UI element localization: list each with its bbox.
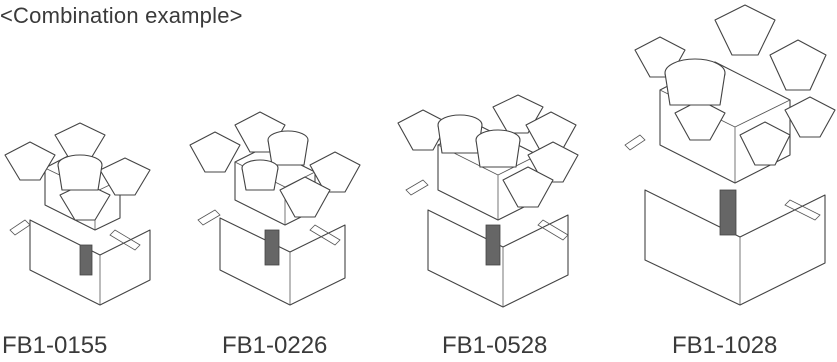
machine-illustration-fb1-0155 <box>4 122 151 306</box>
model-label-fb1-0226: FB1-0226 <box>222 332 328 359</box>
machine-illustration-fb1-1028 <box>624 4 836 306</box>
model-label-fb1-0155: FB1-0155 <box>2 332 108 359</box>
machine-illustration-fb1-0528 <box>397 94 579 308</box>
model-label-fb1-0528: FB1-0528 <box>442 332 548 359</box>
machine-illustration-fb1-0226 <box>189 111 361 306</box>
page-heading: <Combination example> <box>0 3 243 28</box>
model-label-fb1-1028: FB1-1028 <box>672 332 778 359</box>
